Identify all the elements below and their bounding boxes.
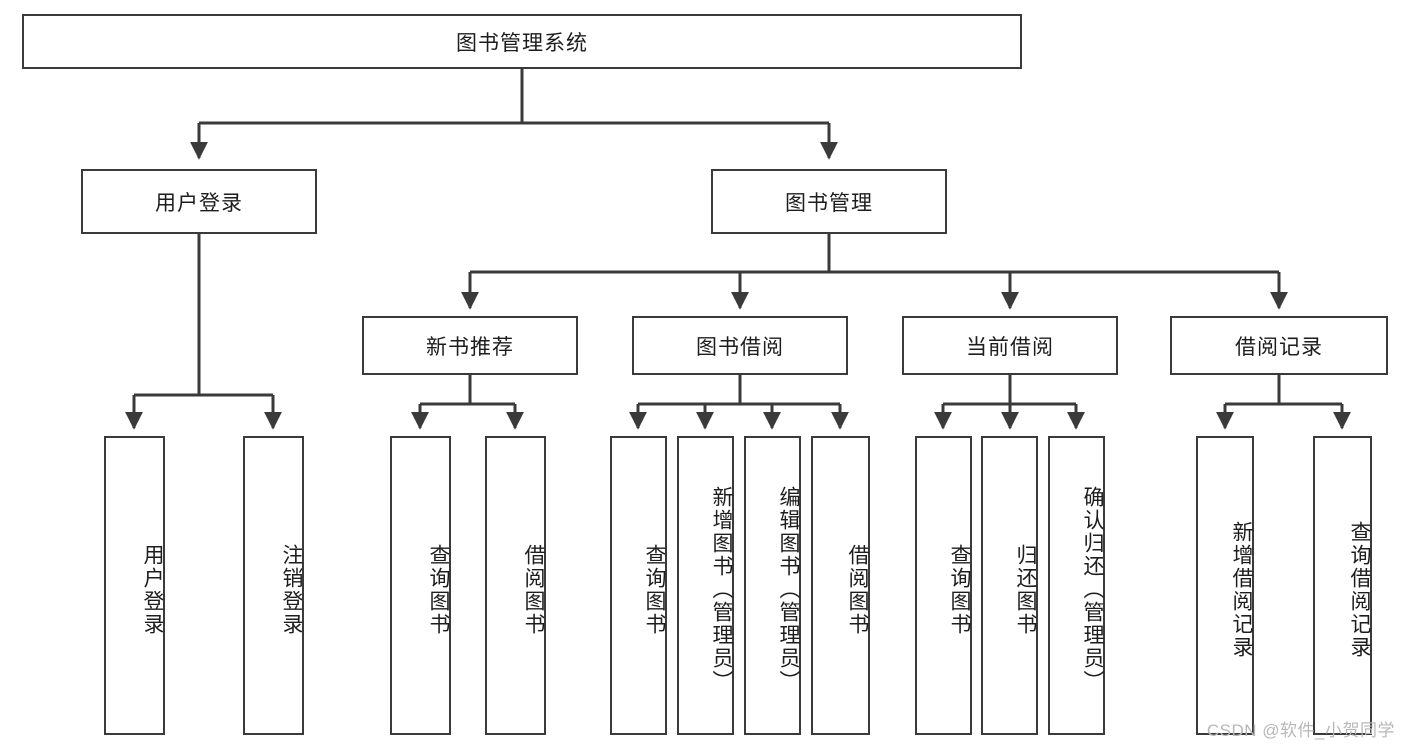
node-book-management-label: 图书管理 — [785, 191, 873, 215]
leaf-user-login-label: 用户登录 — [141, 543, 164, 636]
leaf-confirm-return[interactable]: 确认归还（管理员） — [1048, 436, 1105, 735]
node-user-login-label: 用户登录 — [155, 191, 243, 215]
node-root[interactable]: 图书管理系统 — [22, 14, 1022, 69]
node-new-book-recommend[interactable]: 新书推荐 — [362, 316, 578, 375]
leaf-query-book-a[interactable]: 查询图书 — [390, 436, 451, 735]
leaf-query-borrow-record[interactable]: 查询借阅记录 — [1313, 436, 1372, 735]
node-book-management[interactable]: 图书管理 — [711, 169, 947, 234]
node-book-borrow-label: 图书借阅 — [696, 335, 784, 359]
leaf-query-book-a-label: 查询图书 — [427, 543, 450, 636]
leaf-user-login[interactable]: 用户登录 — [104, 436, 165, 735]
leaf-return-book-label: 归还图书 — [1014, 543, 1037, 636]
leaf-user-logout[interactable]: 注销登录 — [243, 436, 304, 735]
node-current-borrow[interactable]: 当前借阅 — [902, 316, 1118, 375]
leaf-query-borrow-record-label: 查询借阅记录 — [1348, 520, 1371, 659]
leaf-borrow-book-b-label: 借阅图书 — [846, 543, 869, 636]
csdn-watermark: CSDN @软件_小贺同学 — [1206, 721, 1395, 740]
leaf-query-book-c[interactable]: 查询图书 — [915, 436, 972, 735]
node-current-borrow-label: 当前借阅 — [966, 335, 1054, 359]
leaf-edit-book[interactable]: 编辑图书（管理员） — [744, 436, 801, 735]
node-new-book-recommend-label: 新书推荐 — [426, 335, 514, 359]
leaf-confirm-return-label: 确认归还（管理员） — [1081, 486, 1104, 693]
leaf-add-borrow-record[interactable]: 新增借阅记录 — [1196, 436, 1254, 735]
leaf-borrow-book-b[interactable]: 借阅图书 — [811, 436, 870, 735]
node-user-login[interactable]: 用户登录 — [81, 169, 317, 234]
leaf-add-book[interactable]: 新增图书（管理员） — [677, 436, 734, 735]
leaf-return-book[interactable]: 归还图书 — [981, 436, 1038, 735]
leaf-add-borrow-record-label: 新增借阅记录 — [1230, 520, 1253, 659]
leaf-query-book-b-label: 查询图书 — [643, 543, 666, 636]
node-borrow-record[interactable]: 借阅记录 — [1170, 316, 1388, 375]
node-root-label: 图书管理系统 — [456, 31, 588, 55]
node-book-borrow[interactable]: 图书借阅 — [632, 316, 848, 375]
leaf-edit-book-label: 编辑图书（管理员） — [777, 486, 800, 693]
leaf-borrow-book-a-label: 借阅图书 — [522, 543, 545, 636]
leaf-query-book-c-label: 查询图书 — [948, 543, 971, 636]
leaf-add-book-label: 新增图书（管理员） — [710, 486, 733, 693]
leaf-user-logout-label: 注销登录 — [280, 543, 303, 636]
node-borrow-record-label: 借阅记录 — [1235, 335, 1323, 359]
leaf-borrow-book-a[interactable]: 借阅图书 — [485, 436, 546, 735]
leaf-query-book-b[interactable]: 查询图书 — [610, 436, 667, 735]
